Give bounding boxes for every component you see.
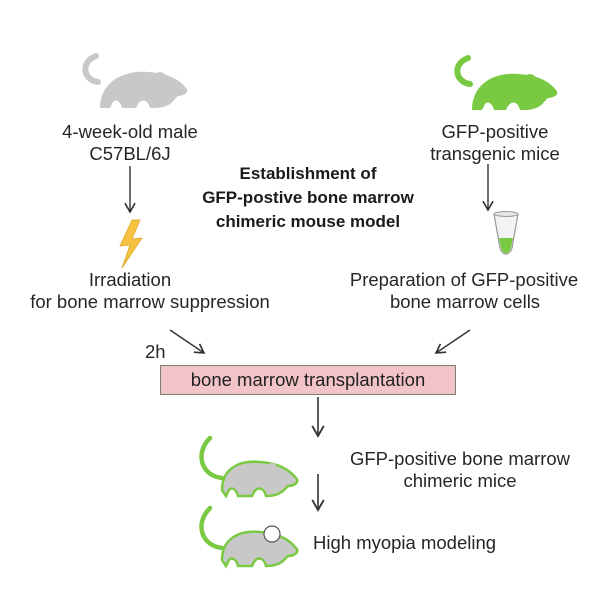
test-tube-icon [493, 211, 519, 255]
transplantation-label: bone marrow transplantation [190, 369, 426, 390]
gray-mouse-icon [82, 53, 188, 108]
center-title-line2: GFP-postive bone marrow [202, 188, 414, 207]
transplantation-box: bone marrow transplantation [160, 365, 456, 395]
arrow-preparation-to-transplant [434, 329, 471, 354]
center-title-line1: Establishment of [239, 164, 377, 183]
preparation-label-line1: Preparation of GFP-positive [349, 269, 579, 290]
right-mouse-label-line2: transgenic mice [430, 143, 560, 164]
eye-icon [263, 525, 281, 543]
irradiation-label-line2: for bone marrow suppression [30, 291, 270, 312]
chimeric-label-line1: GFP-positive bone marrow [349, 448, 571, 469]
irradiation-label-line1: Irradiation [88, 269, 172, 290]
left-mouse-label-line2: C57BL/6J [89, 143, 171, 164]
green-mouse-icon [454, 55, 558, 110]
chimeric-mouse-icon [199, 435, 299, 499]
chimeric-label-line2: chimeric mice [403, 470, 517, 491]
preparation-label-line2: bone marrow cells [389, 291, 541, 312]
right-mouse-label-line1: GFP-positive [441, 121, 549, 142]
myopia-mouse-icon [199, 505, 299, 569]
lightning-icon [119, 219, 143, 269]
arrow-irradiation-to-transplant [169, 329, 206, 354]
interval-label: 2h [145, 341, 166, 362]
center-title-line3: chimeric mouse model [215, 212, 401, 231]
left-mouse-label-line1: 4-week-old male [62, 121, 198, 142]
modeling-label: High myopia modeling [313, 532, 497, 553]
